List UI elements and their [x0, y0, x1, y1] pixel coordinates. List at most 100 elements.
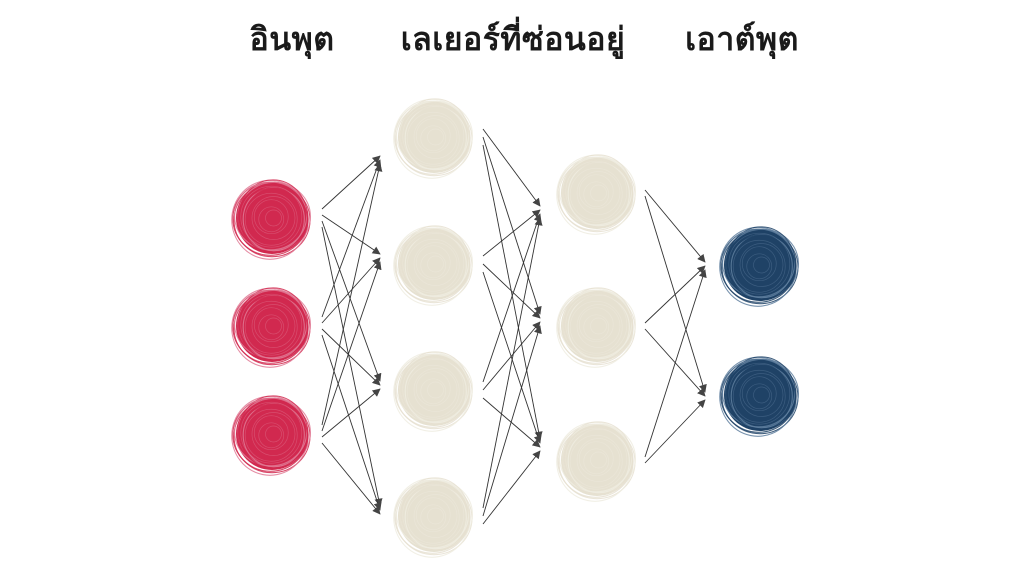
node-texture — [739, 373, 784, 417]
node-texture — [578, 307, 614, 343]
node-texture — [413, 242, 458, 286]
node-texture — [251, 304, 296, 348]
node-texture — [415, 371, 451, 407]
connection-arrow — [321, 388, 381, 438]
connection-arrow — [321, 257, 381, 324]
node-texture — [258, 422, 285, 449]
connection-arrow — [321, 261, 382, 432]
node-texture — [244, 408, 298, 462]
output-node-1 — [719, 226, 799, 307]
node-texture — [753, 386, 770, 404]
connection-arrow — [321, 159, 382, 318]
node-texture — [420, 252, 447, 279]
node-scribble — [401, 106, 470, 172]
node-fill — [398, 101, 470, 173]
node-texture — [265, 317, 282, 335]
node-texture — [251, 196, 296, 240]
node-texture — [265, 425, 282, 443]
connection-arrow — [482, 136, 542, 315]
node-texture — [565, 427, 628, 490]
connection-arrow — [321, 214, 381, 255]
connection-arrow — [321, 163, 383, 426]
node-scribble — [564, 295, 633, 361]
node-texture — [415, 245, 451, 281]
node-texture — [739, 243, 784, 287]
node-texture — [427, 255, 444, 273]
connection-arrow — [644, 189, 706, 263]
node-texture — [420, 504, 447, 531]
node-scribble — [239, 403, 308, 469]
connection-arrow — [321, 328, 381, 386]
node-scribble — [564, 162, 633, 228]
node-texture — [420, 378, 447, 405]
connection-arrow — [482, 128, 541, 207]
node-texture — [240, 401, 303, 464]
connection-arrow — [482, 450, 541, 525]
connection-arrow — [321, 155, 381, 210]
node-scribble — [401, 485, 470, 551]
hidden2-node-3 — [556, 421, 636, 502]
node-texture — [746, 253, 773, 280]
node-scribble — [401, 359, 470, 425]
node-fill — [236, 398, 308, 470]
node-texture — [402, 357, 465, 420]
hidden2-node-1 — [556, 154, 636, 235]
node-texture — [415, 118, 451, 154]
node-texture — [402, 483, 465, 546]
node-texture — [240, 185, 303, 248]
input-node-2 — [231, 287, 311, 368]
node-texture — [569, 300, 623, 354]
node-fill — [724, 229, 796, 301]
connection-arrow — [644, 269, 707, 458]
node-texture — [583, 448, 610, 475]
node-texture — [728, 232, 791, 295]
node-texture — [415, 497, 451, 533]
node-texture — [565, 160, 628, 223]
connections-group — [321, 128, 707, 525]
node-texture — [576, 171, 621, 215]
node-fill — [561, 424, 633, 496]
hidden1-node-1 — [393, 98, 473, 179]
node-texture — [590, 451, 607, 469]
node-texture — [732, 239, 786, 293]
node-texture — [413, 115, 458, 159]
node-texture — [427, 128, 444, 146]
node-texture — [728, 362, 791, 425]
node-fill — [561, 290, 633, 362]
node-texture — [569, 167, 623, 221]
hidden1-node-2 — [393, 225, 473, 306]
hidden1-node-4 — [393, 477, 473, 558]
node-scribble — [239, 295, 308, 361]
connection-arrow — [482, 271, 542, 444]
node-texture — [576, 304, 621, 348]
node-texture — [590, 317, 607, 335]
node-texture — [406, 238, 460, 292]
node-scribble — [564, 429, 633, 495]
node-fill — [236, 182, 308, 254]
input-layer-title: อินพุต — [249, 20, 335, 58]
node-texture — [590, 184, 607, 202]
node-texture — [406, 490, 460, 544]
node-scribble — [727, 234, 796, 300]
connection-arrow — [482, 321, 541, 391]
node-texture — [244, 192, 298, 246]
connection-arrow — [321, 334, 382, 511]
connection-arrow — [321, 226, 383, 507]
connection-arrow — [644, 399, 706, 464]
node-texture — [576, 438, 621, 482]
node-texture — [583, 314, 610, 341]
node-texture — [402, 104, 465, 167]
hidden-layer-title: เลเยอร์ที่ซ่อนอยู่ — [400, 20, 626, 58]
input-node-1 — [231, 179, 311, 260]
connection-arrow — [482, 217, 543, 509]
node-texture — [746, 383, 773, 410]
node-fill — [398, 228, 470, 300]
connection-arrow — [482, 144, 543, 440]
node-texture — [244, 300, 298, 354]
hidden2-node-2 — [556, 287, 636, 368]
nodes-group — [231, 98, 799, 558]
connection-arrow — [644, 265, 706, 324]
node-texture — [253, 415, 289, 451]
node-texture — [565, 293, 628, 356]
